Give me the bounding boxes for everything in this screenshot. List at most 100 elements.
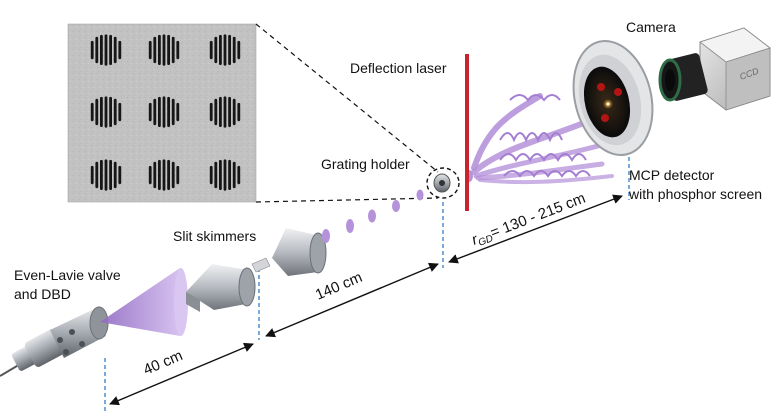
- grating-slit: [171, 36, 175, 64]
- grating-micrograph-inset: [67, 23, 257, 203]
- distance-arrow-40cm: [109, 342, 254, 406]
- grating-slit: [148, 102, 152, 122]
- grating-slit: [95, 161, 99, 189]
- grating-slit: [167, 34, 170, 65]
- grating-slit: [223, 34, 227, 66]
- grating-slit: [171, 161, 175, 189]
- grating-slit: [171, 98, 175, 126]
- grating-slit: [232, 36, 236, 64]
- grating-cell: [209, 96, 241, 128]
- grating-slit: [162, 34, 166, 66]
- grating-slit: [209, 102, 213, 122]
- rgd-subscript: GD: [477, 233, 495, 249]
- grating-holder: [426, 167, 460, 199]
- grating-slit: [95, 98, 99, 126]
- slit-skimmer-1: [186, 264, 256, 312]
- grating-slit: [232, 98, 236, 126]
- grating-slit: [158, 96, 161, 127]
- grating-slit: [167, 96, 170, 127]
- grating-slit: [162, 159, 166, 191]
- label-mcp-line2: with phosphor screen: [628, 186, 762, 202]
- mcp-detector: [572, 39, 654, 157]
- grating-slit: [90, 165, 94, 185]
- grating-slit: [153, 161, 157, 189]
- grating-slit: [219, 159, 222, 190]
- grating-cell: [90, 96, 122, 128]
- even-lavie-valve: [0, 306, 109, 377]
- label-camera: Camera: [626, 19, 676, 35]
- label-deflection-laser: Deflection laser: [350, 60, 447, 76]
- slit-plate: [251, 257, 271, 273]
- grating-cell: [90, 159, 122, 191]
- grating-slit: [219, 34, 222, 65]
- grating-slit: [113, 98, 117, 126]
- grating-slit: [148, 165, 152, 185]
- grating-slit: [148, 40, 152, 60]
- molecular-beam-dots: [322, 189, 424, 243]
- grating-slit: [176, 102, 180, 122]
- zoom-line-bottom: [255, 197, 439, 203]
- grating-slit: [118, 165, 122, 185]
- grating-slit: [223, 159, 227, 191]
- grating-slit: [176, 40, 180, 60]
- grating-slit: [90, 40, 94, 60]
- grating-slit: [228, 159, 231, 190]
- grating-slit: [237, 165, 241, 185]
- grating-slit: [109, 96, 112, 127]
- grating-slit: [162, 96, 166, 128]
- grating-slit: [228, 96, 231, 127]
- grating-slit: [109, 159, 112, 190]
- grating-slit: [214, 98, 218, 126]
- grating-slit: [118, 40, 122, 60]
- grating-slit: [223, 96, 227, 128]
- distance-label-40cm: 40 cm: [141, 347, 185, 379]
- ccd-camera: CCD: [658, 27, 771, 111]
- grating-slit: [214, 36, 218, 64]
- grating-slit: [153, 98, 157, 126]
- grating-slit: [118, 102, 122, 122]
- grating-slit: [100, 34, 103, 65]
- grating-slit: [113, 36, 117, 64]
- grating-slit: [104, 96, 108, 128]
- grating-cell: [209, 34, 241, 66]
- grating-slit: [158, 34, 161, 65]
- label-valve-line1: Even-Lavie valve: [14, 267, 121, 283]
- zoom-line-top: [255, 23, 439, 173]
- deflected-spiral-beams: [471, 93, 614, 185]
- grating-slit: [167, 159, 170, 190]
- label-grating-holder: Grating holder: [321, 156, 410, 172]
- grating-cell: [148, 34, 180, 66]
- grating-slit: [95, 36, 99, 64]
- label-mcp-line1: MCP detector: [629, 167, 715, 183]
- grating-slit: [104, 34, 108, 66]
- grating-cells: [90, 34, 241, 191]
- grating-cell: [90, 34, 122, 66]
- gas-expansion-cone: [100, 268, 188, 336]
- grating-slit: [100, 159, 103, 190]
- slit-skimmer-2: [272, 228, 327, 276]
- grating-slit: [228, 34, 231, 65]
- grating-slit: [100, 96, 103, 127]
- grating-slit: [113, 161, 117, 189]
- grating-slit: [209, 165, 213, 185]
- rgd-symbol: r: [469, 231, 481, 249]
- grating-cell: [148, 159, 180, 191]
- grating-slit: [104, 159, 108, 191]
- distance-arrow-rgd: [448, 194, 623, 264]
- grating-slit: [90, 102, 94, 122]
- grating-cell: [148, 96, 180, 128]
- grating-slit: [219, 96, 222, 127]
- grating-slit: [237, 40, 241, 60]
- grating-slit: [214, 161, 218, 189]
- grating-slit: [176, 165, 180, 185]
- distance-arrow-140cm: [265, 262, 439, 338]
- grating-slit: [109, 34, 112, 65]
- grating-slit: [209, 40, 213, 60]
- grating-cell: [209, 159, 241, 191]
- grating-slit: [232, 161, 236, 189]
- grating-slit: [153, 36, 157, 64]
- label-skimmers: Slit skimmers: [173, 228, 256, 244]
- grating-slit: [237, 102, 241, 122]
